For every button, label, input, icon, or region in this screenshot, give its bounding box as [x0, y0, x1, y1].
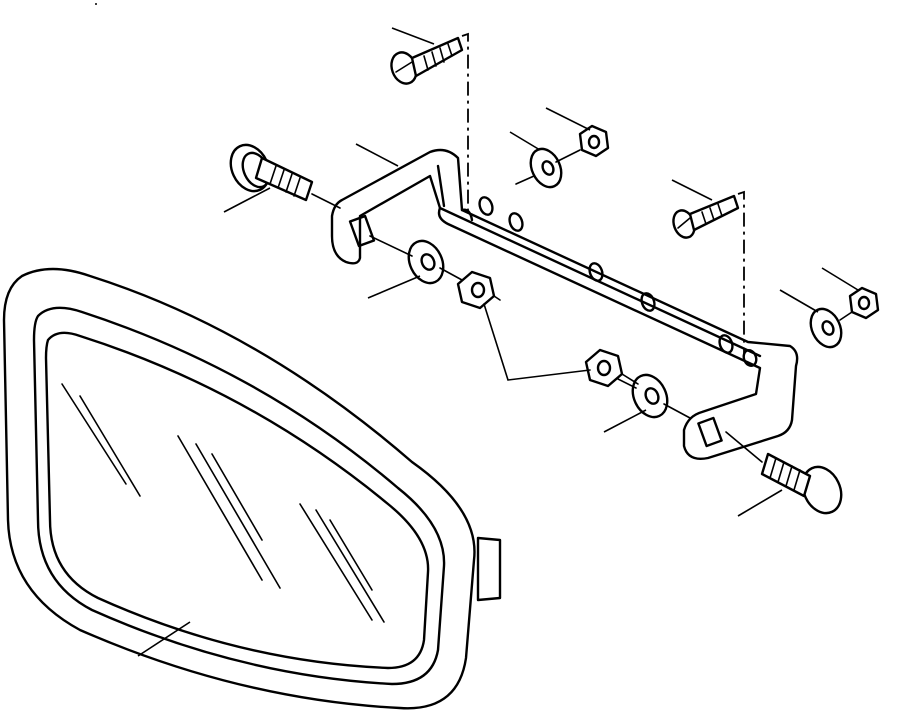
mirror-mount-tab [476, 536, 502, 602]
bracket-right-slot [697, 416, 723, 448]
flat-washer-top [515, 147, 563, 189]
glass-reflection-lines [61, 383, 385, 623]
hex-nut-bottom [584, 348, 639, 388]
bracket-inner-corner [436, 164, 446, 208]
bolt-shank [760, 452, 812, 498]
callout-leaders [137, 27, 859, 657]
bracket-body [330, 148, 799, 460]
bracket-left-slot [348, 214, 376, 248]
hex-nut-left [456, 270, 501, 310]
bolt-thread-lines [769, 457, 801, 491]
slotted-screw-top [390, 32, 469, 216]
hex-nut-top [555, 124, 610, 163]
bracket-holes [478, 196, 758, 367]
flat-washer-bottom [611, 373, 691, 419]
bracket [330, 148, 799, 460]
mirror-inner-frame [32, 306, 446, 686]
bracket-bend-line [438, 206, 762, 358]
mirror-glass [44, 331, 430, 670]
carriage-bolt-right [725, 431, 843, 515]
bolt-shank [254, 156, 314, 202]
screw-centerline [737, 190, 745, 354]
hex-nut-right [848, 286, 880, 320]
mirror [2, 267, 502, 710]
nut-reference-link [483, 303, 591, 381]
mirror-outer-frame [2, 267, 476, 710]
flat-washer-right [809, 307, 853, 349]
screw-shank [410, 36, 464, 78]
screw-shank [688, 194, 740, 232]
bolt-head [801, 465, 843, 515]
carriage-bolt-left [229, 143, 341, 209]
screw-centerline [461, 32, 469, 216]
slotted-screw-right [672, 190, 745, 354]
flat-washer-left [369, 235, 463, 285]
bolt-thread-lines [269, 165, 301, 197]
corner-speck [95, 3, 97, 5]
